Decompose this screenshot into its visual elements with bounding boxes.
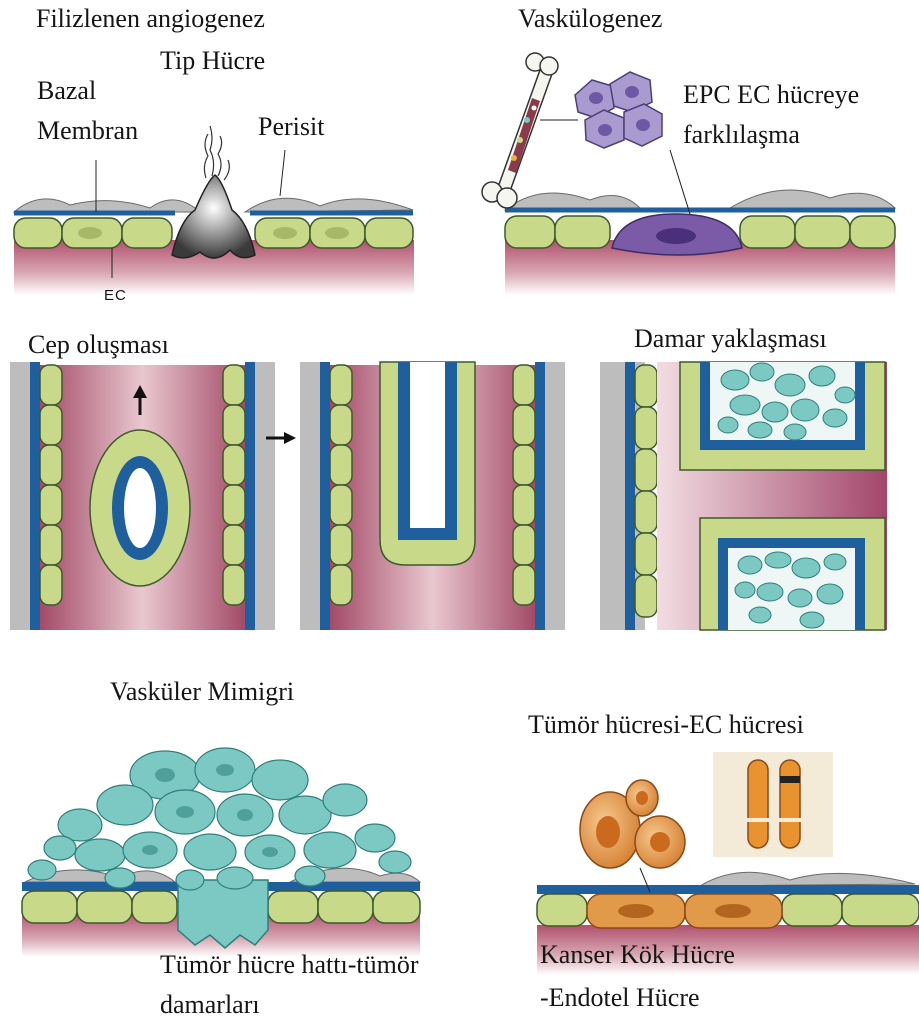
mimicry-panel [22, 748, 420, 957]
cooption-title: Damar yaklaşması [634, 324, 827, 354]
mimicry-caption-2: damarları [160, 990, 260, 1020]
tip-cell-label: Tip Hücre [160, 46, 265, 76]
pillar [90, 430, 190, 586]
basal-membrane-label-1: Bazal [37, 76, 96, 106]
epc-pointer [670, 150, 690, 214]
transdifferentiation-title: Tümör hücresi-EC hücresi [528, 710, 804, 740]
sprouting-panel [14, 126, 414, 295]
ec-label: EC [104, 281, 127, 311]
pericytes [505, 190, 895, 210]
filopodia [204, 126, 229, 180]
bone-icon [482, 53, 558, 208]
vasculogenesis-title: Vaskülogenez [518, 4, 662, 34]
intussusception-panel [10, 362, 565, 630]
transdifferentiation-caption-1: Kanser Kök Hücre [540, 940, 735, 970]
basal-membrane-label-2: Membran [37, 116, 138, 146]
tip-cell [172, 175, 255, 258]
mimicry-title: Vasküler Mimigri [110, 677, 294, 707]
pericyte-label: Perisit [258, 112, 324, 142]
pericyte-pointer [280, 150, 285, 196]
epc-label-1: EPC EC hücreye [683, 80, 859, 110]
stem-endothelial-cells [587, 894, 782, 928]
chromosome-inset [713, 752, 833, 857]
sprouting-title: Filizlenen angiogenez [36, 4, 265, 34]
transdifferentiation-caption-2: -Endotel Hücre [540, 983, 700, 1013]
cooption-panel [600, 362, 887, 630]
cancer-stem-cells [580, 780, 685, 868]
epc-label-2: farklılaşma [683, 120, 800, 150]
mimicry-caption-1: Tümör hücre hattı-tümör [160, 950, 418, 980]
splitting-pillar [380, 362, 475, 565]
intussusception-title: Cep oluşması [28, 330, 169, 360]
epc-cluster [575, 72, 662, 148]
